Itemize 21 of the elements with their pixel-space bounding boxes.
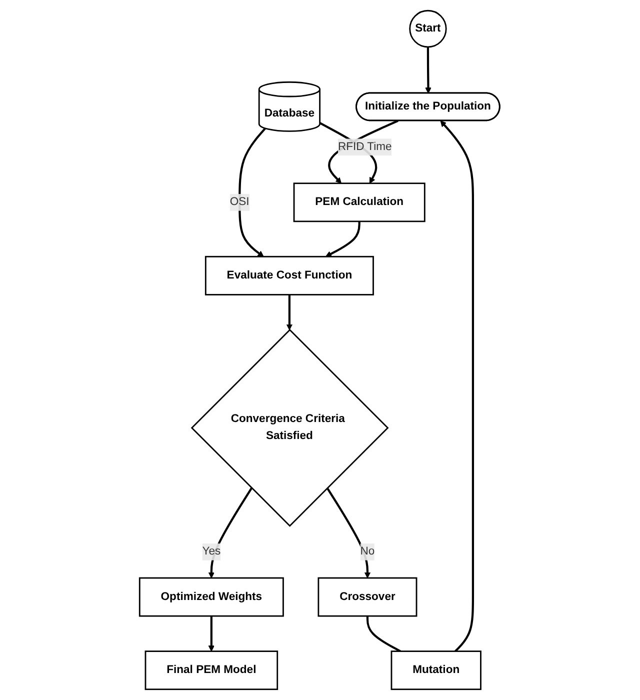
node-box: Crossover [318, 577, 418, 617]
node-circle: Start [410, 10, 448, 48]
edge-label: OSI [230, 196, 250, 208]
node-box: Evaluate Cost Function [205, 256, 374, 296]
arrow [286, 294, 293, 330]
node-diamond: Convergence Criteria Satisfied [191, 328, 390, 527]
arrow [426, 46, 432, 94]
edge-label: No [360, 546, 376, 558]
node-box: Optimized Weights [139, 577, 284, 617]
node-box: PEM Calculation [294, 182, 426, 222]
connector [366, 616, 402, 652]
arrow [440, 120, 474, 652]
arrow [208, 616, 215, 652]
node-box: Final PEM Model [145, 650, 278, 690]
edge-label: RFID Time [338, 140, 392, 153]
arrow [326, 221, 361, 257]
node-box: Mutation [391, 650, 482, 690]
arrow [326, 487, 371, 578]
arrow [238, 128, 266, 257]
arrow [208, 487, 253, 578]
edge-label: Yes [202, 546, 221, 558]
